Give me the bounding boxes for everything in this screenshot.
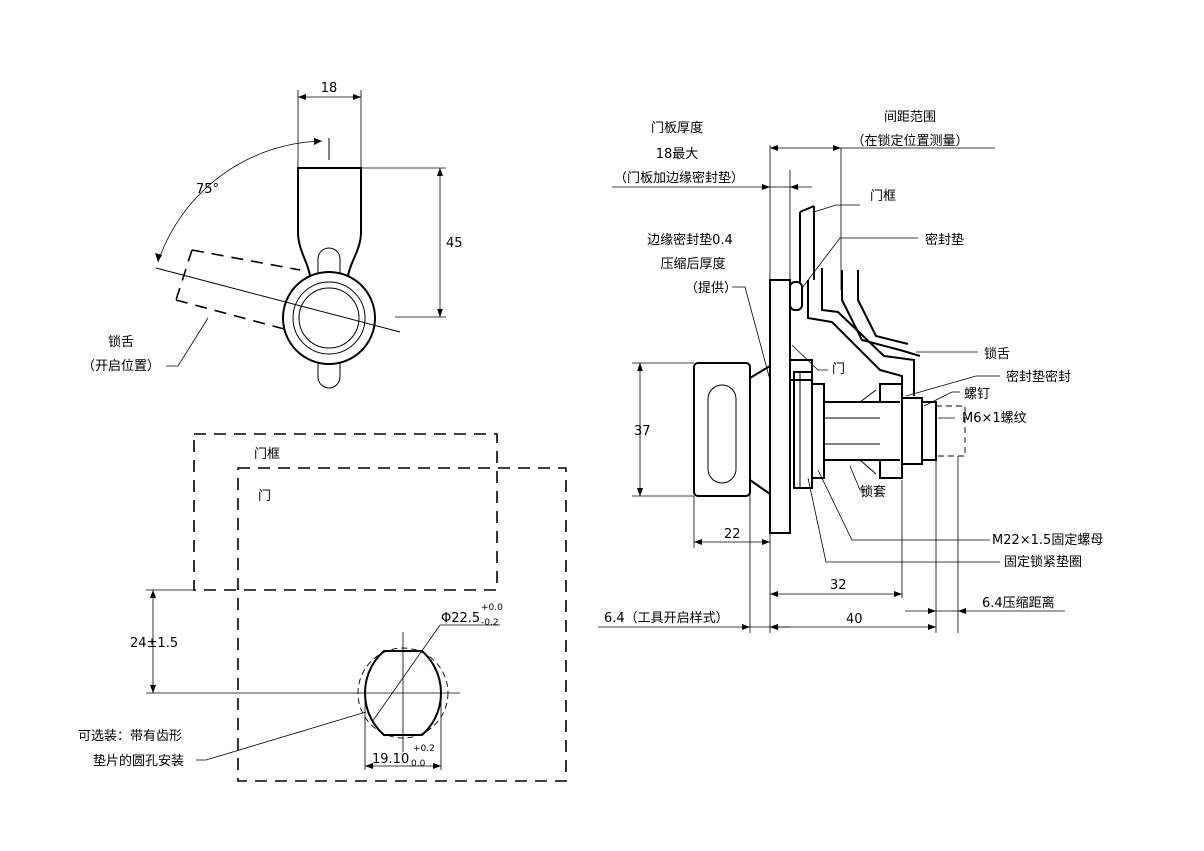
- dim-40: 40: [846, 612, 863, 627]
- dim-angle-75: 75°: [196, 182, 219, 197]
- side-view: 门板厚度 18最大 （门板加边缘密封垫） 间距范围 （在锁定位置测量） 门框 密…: [598, 110, 1103, 633]
- dim-flat-upper: +0.2: [413, 744, 435, 754]
- range-line2: （在锁定位置测量）: [851, 133, 968, 149]
- callout-open-position: （开启位置）: [82, 359, 160, 374]
- note-optional-line2: 垫片的圆孔安装: [93, 753, 184, 769]
- dim-diameter-upper: +0.0: [481, 603, 503, 613]
- dim-diameter-lower: -0.2: [481, 618, 499, 628]
- edge-seal-line1: 边缘密封垫0.4: [647, 232, 733, 248]
- dim-22: 22: [724, 527, 741, 542]
- label-gasket: 密封垫: [925, 232, 964, 248]
- label-nut: M22×1.5固定螺母: [992, 533, 1103, 548]
- dim-compress: 6.4压缩距离: [982, 595, 1055, 611]
- label-frame: 门框: [254, 447, 280, 462]
- dim-offset: 24±1.5: [130, 636, 178, 651]
- door-thickness-line2: 18最大: [656, 147, 699, 162]
- label-cam-side: 锁舌: [984, 346, 1010, 362]
- note-optional-line1: 可选装：带有齿形: [78, 729, 182, 744]
- label-gasket-seal: 密封垫密封: [1006, 369, 1071, 385]
- dim-32: 32: [830, 578, 847, 593]
- label-washer: 固定锁紧垫圈: [1004, 554, 1082, 570]
- label-sleeve: 锁套: [860, 484, 886, 500]
- edge-seal-line3: （提供）: [685, 280, 737, 296]
- label-door-side: 门: [832, 362, 845, 377]
- dim-width-18: 18: [321, 81, 338, 96]
- door-thickness-line3: （门板加边缘密封垫）: [614, 170, 744, 186]
- range-line1: 间距范围: [884, 110, 936, 125]
- cutout-view: 门框 门 24±1.5 Φ22.5 +0.0 -0.2 19.10 +0.2 0…: [78, 433, 567, 782]
- dim-height-45: 45: [446, 236, 463, 251]
- label-thread: M6×1螺纹: [962, 411, 1027, 426]
- dim-flat: 19.10: [372, 752, 409, 767]
- dim-diameter: Φ22.5: [441, 611, 480, 626]
- edge-seal-line2: 压缩后厚度: [660, 256, 725, 272]
- label-door: 门: [258, 489, 271, 504]
- top-view: 18 45 75° 锁舌 （开启位置）: [82, 81, 463, 389]
- dim-tool: 6.4（工具开启样式）: [604, 611, 729, 626]
- door-thickness-line1: 门板厚度: [651, 120, 703, 136]
- callout-cam-label: 锁舌: [108, 334, 134, 350]
- label-screw: 螺钉: [964, 387, 990, 402]
- dim-flat-lower: 0.0: [411, 759, 426, 769]
- dim-37: 37: [634, 424, 651, 439]
- label-frame-side: 门框: [870, 189, 896, 204]
